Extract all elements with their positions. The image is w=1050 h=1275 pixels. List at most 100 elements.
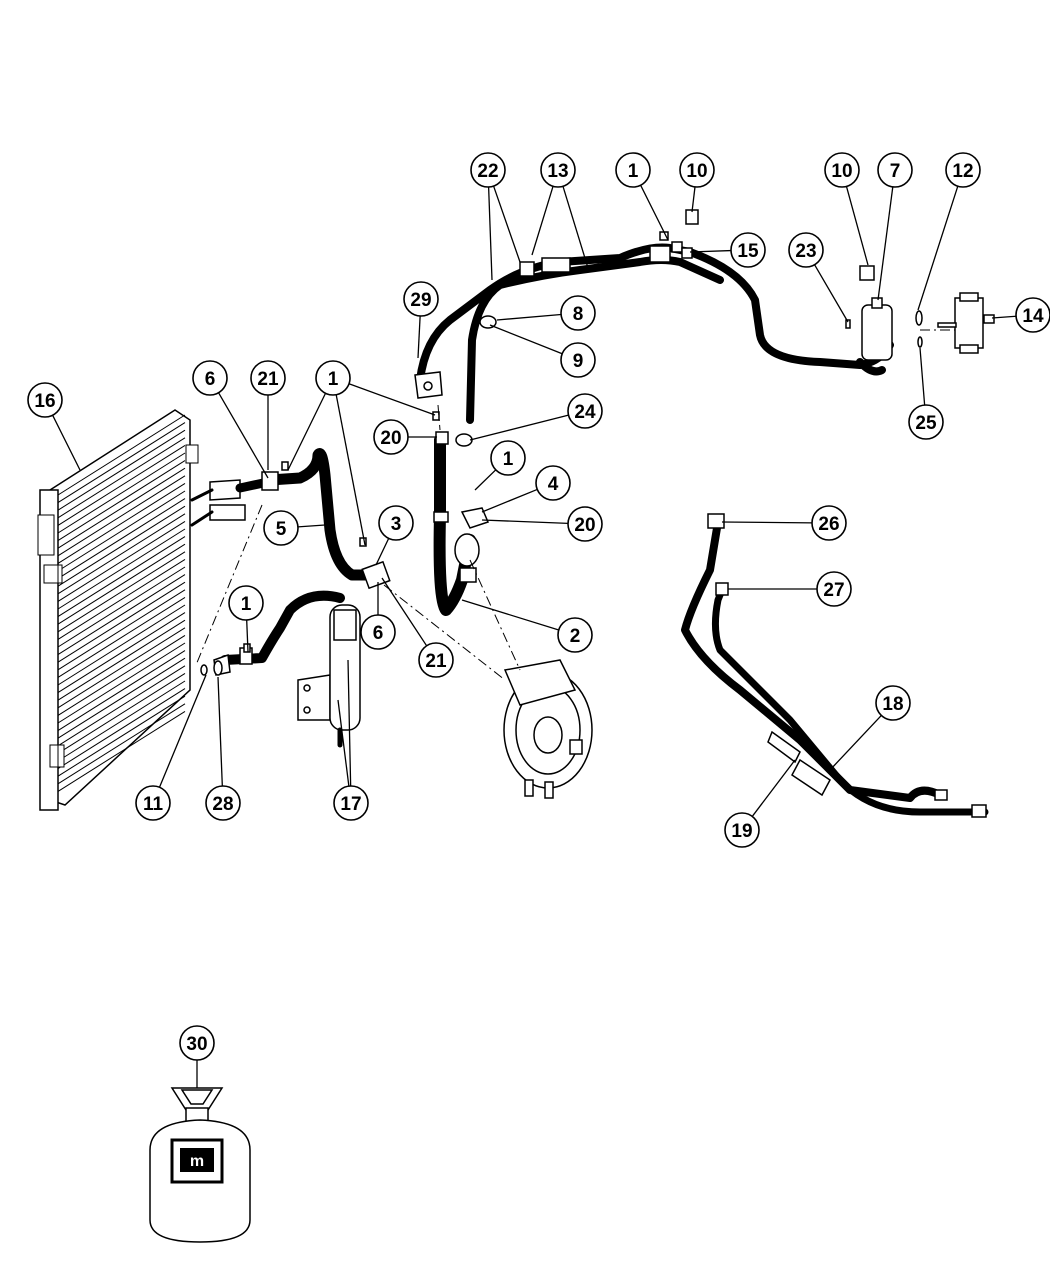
callout-29: 29 <box>403 281 439 359</box>
callout-circle <box>560 342 596 378</box>
condenser-fin <box>57 444 186 526</box>
callout-14: 14 <box>991 297 1050 333</box>
callout-circle <box>315 360 351 396</box>
callout-circle <box>205 785 241 821</box>
compressor <box>503 659 593 799</box>
callout-leader <box>481 519 569 524</box>
callout-number: 7 <box>890 161 901 182</box>
callout-leader <box>691 186 696 213</box>
condenser <box>37 409 199 811</box>
callout-8: 8 <box>496 295 596 331</box>
callout-leader <box>287 392 327 471</box>
callout-circle <box>816 571 852 607</box>
liquid-line <box>200 590 345 676</box>
callout-number: 9 <box>573 351 584 372</box>
callout-number: 12 <box>952 161 973 182</box>
callout-circle <box>360 614 396 650</box>
callout-21: 21 <box>250 360 286 470</box>
condenser-fin <box>57 505 186 587</box>
callout-number: 1 <box>503 449 514 470</box>
callout-circle <box>811 505 847 541</box>
callout-leader <box>496 313 562 321</box>
callout-number: 4 <box>548 474 559 495</box>
callout-circle <box>875 685 911 721</box>
callout-leader <box>217 392 269 479</box>
condenser-fin <box>57 665 186 747</box>
callout-leader <box>158 674 207 788</box>
callout-leader <box>877 186 894 301</box>
callout-number: 29 <box>410 290 431 311</box>
condenser-fin <box>57 650 186 732</box>
callout-leader <box>991 315 1017 319</box>
callout-number: 1 <box>628 161 639 182</box>
condenser-fin <box>57 475 186 557</box>
callout-10: 10 <box>679 152 715 213</box>
callout-number: 6 <box>373 623 384 644</box>
condenser-fin <box>57 558 186 640</box>
callout-number: 6 <box>205 369 216 390</box>
callout-1: 1 <box>228 585 264 653</box>
callout-30: 30 <box>179 1025 215 1088</box>
callout-circle <box>263 510 299 546</box>
callout-23: 23 <box>788 232 849 323</box>
callout-leader <box>348 383 436 416</box>
callout-number: 14 <box>1022 306 1044 327</box>
callout-number: 10 <box>831 161 852 182</box>
callout-number: 20 <box>574 515 595 536</box>
condenser-fin <box>57 627 186 709</box>
condenser-fin <box>57 520 186 602</box>
callout-number: 28 <box>212 794 233 815</box>
callout-leader <box>721 521 813 524</box>
callout-22: 22 <box>470 152 521 281</box>
callout-leader <box>489 324 563 355</box>
condenser-fin <box>57 429 186 511</box>
callout-number: 30 <box>186 1034 207 1055</box>
callout-circle <box>908 404 944 440</box>
callout-20: 20 <box>373 419 437 455</box>
condenser-fin <box>57 437 186 519</box>
condenser-fin <box>57 422 186 504</box>
callout-circle <box>179 1025 215 1061</box>
callout-leader <box>689 249 732 253</box>
condenser-fin <box>57 710 186 792</box>
condenser-fin <box>57 536 186 618</box>
callout-leader <box>297 524 326 528</box>
callout-circle <box>567 393 603 429</box>
callout-circle <box>540 152 576 188</box>
condenser-fin <box>57 596 186 678</box>
callout-circle <box>535 465 571 501</box>
callout-circle <box>730 232 766 268</box>
callout-circle <box>1015 297 1050 333</box>
callout-leader <box>814 264 849 323</box>
condenser-fin <box>57 482 186 564</box>
callout-28: 28 <box>205 676 241 821</box>
condenser-fin <box>57 604 186 686</box>
callout-24: 24 <box>469 393 603 441</box>
condenser-fin <box>57 657 186 739</box>
callout-25: 25 <box>908 347 944 440</box>
callout-6: 6 <box>192 360 269 479</box>
callout-16: 16 <box>27 382 81 471</box>
assembly-lines <box>195 329 955 681</box>
callout-leader <box>381 577 428 647</box>
upper-lines <box>414 231 894 447</box>
callout-leader <box>917 185 959 311</box>
suction-line <box>433 431 490 616</box>
callout-circle <box>333 785 369 821</box>
condenser-fin <box>57 581 186 663</box>
condenser-fin <box>57 688 186 770</box>
callout-21: 21 <box>381 577 454 678</box>
callout-leader <box>487 186 493 281</box>
callout-4: 4 <box>481 465 571 513</box>
condenser-fin <box>57 695 186 777</box>
callout-number: 5 <box>276 519 287 540</box>
condenser-fin <box>57 551 186 633</box>
receiver-drier <box>297 604 361 748</box>
callout-number: 18 <box>882 694 903 715</box>
callout-number: 24 <box>574 402 596 423</box>
condenser-fin <box>57 528 186 610</box>
condenser-fin <box>57 672 186 754</box>
condenser-fin <box>57 460 186 542</box>
callout-18: 18 <box>829 685 911 771</box>
